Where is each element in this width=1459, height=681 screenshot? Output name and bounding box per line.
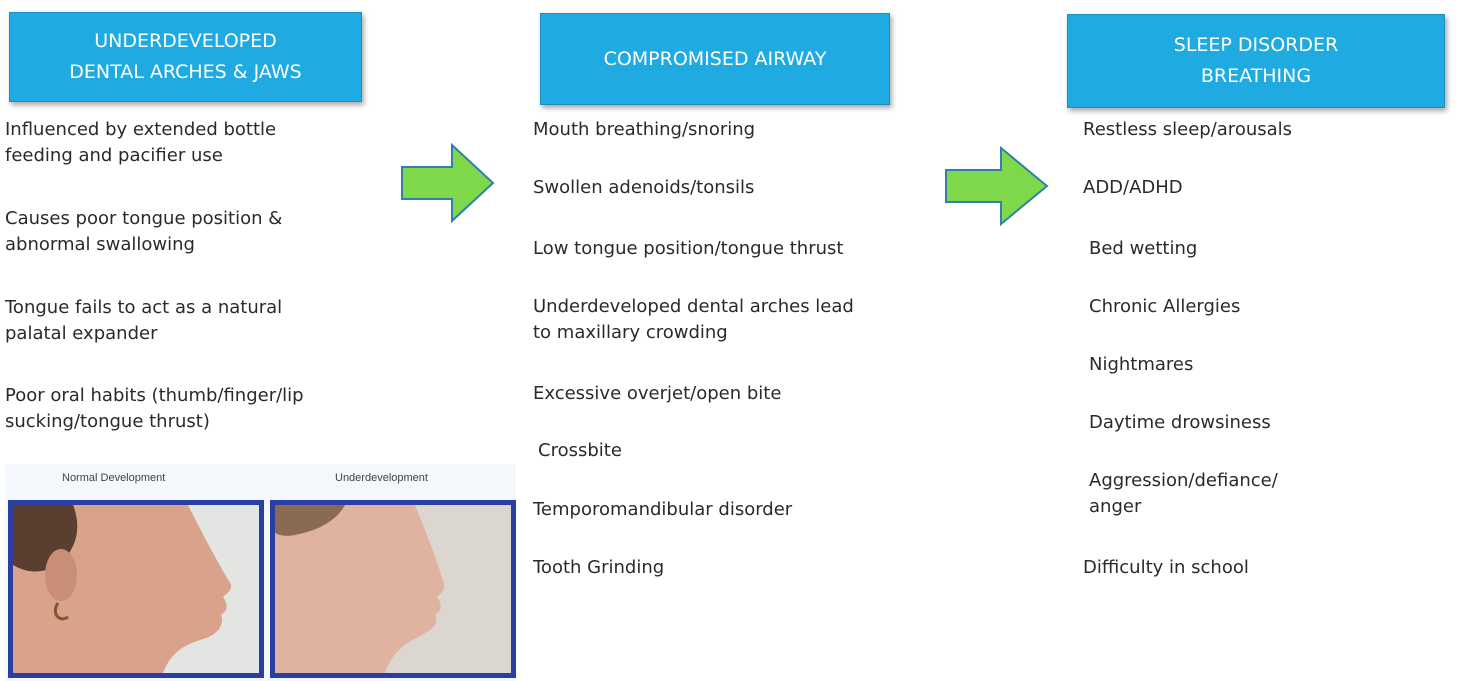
list-item: Influenced by extended bottle feeding an… xyxy=(5,117,276,169)
list-item: Excessive overjet/open bite xyxy=(533,381,781,407)
item-line: Bed wetting xyxy=(1089,236,1197,262)
item-line: Swollen adenoids/tonsils xyxy=(533,175,754,201)
right-arrow-icon xyxy=(944,146,1050,226)
list-item: Difficulty in school xyxy=(1083,555,1249,581)
item-line: Nightmares xyxy=(1089,352,1193,378)
list-item: Daytime drowsiness xyxy=(1089,410,1271,436)
item-line: Tongue fails to act as a natural xyxy=(5,295,282,321)
underdeveloped-profile-image xyxy=(270,500,516,678)
header-sleep-disorder: SLEEP DISORDER BREATHING xyxy=(1067,14,1445,108)
item-line: Chronic Allergies xyxy=(1089,294,1240,320)
item-line: Daytime drowsiness xyxy=(1089,410,1271,436)
item-line: Underdeveloped dental arches lead xyxy=(533,294,854,320)
header-line: DENTAL ARCHES & JAWS xyxy=(69,57,301,88)
list-item: Causes poor tongue position & abnormal s… xyxy=(5,206,282,258)
normal-profile-illustration xyxy=(13,505,259,673)
item-line: to maxillary crowding xyxy=(533,320,854,346)
item-line: Poor oral habits (thumb/finger/lip xyxy=(5,383,304,409)
list-item: ADD/ADHD xyxy=(1083,175,1183,201)
header-line: SLEEP DISORDER xyxy=(1174,30,1338,61)
list-item: Poor oral habits (thumb/finger/lip sucki… xyxy=(5,383,304,435)
item-line: Difficulty in school xyxy=(1083,555,1249,581)
item-line: abnormal swallowing xyxy=(5,232,282,258)
list-item: Tooth Grinding xyxy=(533,555,664,581)
item-line: Mouth breathing/snoring xyxy=(533,117,755,143)
item-line: Temporomandibular disorder xyxy=(533,497,792,523)
item-line: Restless sleep/arousals xyxy=(1083,117,1292,143)
item-line: sucking/tongue thrust) xyxy=(5,409,304,435)
list-item: Aggression/defiance/ anger xyxy=(1089,468,1278,520)
list-item: Low tongue position/tongue thrust xyxy=(533,236,843,262)
item-line: Excessive overjet/open bite xyxy=(533,381,781,407)
list-item: Restless sleep/arousals xyxy=(1083,117,1292,143)
development-comparison-photo: Normal Development Underdevelopment xyxy=(5,464,516,681)
right-arrow-icon xyxy=(400,143,496,223)
header-line: UNDERDEVELOPED xyxy=(94,26,277,57)
list-item: Temporomandibular disorder xyxy=(533,497,792,523)
header-line: BREATHING xyxy=(1201,61,1311,92)
list-item: Nightmares xyxy=(1089,352,1193,378)
photo-caption-under: Underdevelopment xyxy=(335,472,428,484)
list-item: Bed wetting xyxy=(1089,236,1197,262)
list-item: Tongue fails to act as a natural palatal… xyxy=(5,295,282,347)
item-line: palatal expander xyxy=(5,321,282,347)
list-item: Swollen adenoids/tonsils xyxy=(533,175,754,201)
header-underdeveloped-arches: UNDERDEVELOPED DENTAL ARCHES & JAWS xyxy=(9,12,362,102)
item-line: Aggression/defiance/ xyxy=(1089,468,1278,494)
list-item: Mouth breathing/snoring xyxy=(533,117,755,143)
normal-profile-image xyxy=(8,500,264,678)
item-line: anger xyxy=(1089,494,1278,520)
item-line: Crossbite xyxy=(538,438,622,464)
list-item: Chronic Allergies xyxy=(1089,294,1240,320)
item-line: Tooth Grinding xyxy=(533,555,664,581)
photo-caption-normal: Normal Development xyxy=(62,472,165,484)
item-line: ADD/ADHD xyxy=(1083,175,1183,201)
list-item: Underdeveloped dental arches lead to max… xyxy=(533,294,854,346)
header-compromised-airway: COMPROMISED AIRWAY xyxy=(540,13,890,105)
list-item: Crossbite xyxy=(538,438,622,464)
item-line: Causes poor tongue position & xyxy=(5,206,282,232)
item-line: Low tongue position/tongue thrust xyxy=(533,236,843,262)
item-line: Influenced by extended bottle xyxy=(5,117,276,143)
header-line: COMPROMISED AIRWAY xyxy=(604,44,827,75)
underdeveloped-profile-illustration xyxy=(275,505,511,673)
item-line: feeding and pacifier use xyxy=(5,143,276,169)
